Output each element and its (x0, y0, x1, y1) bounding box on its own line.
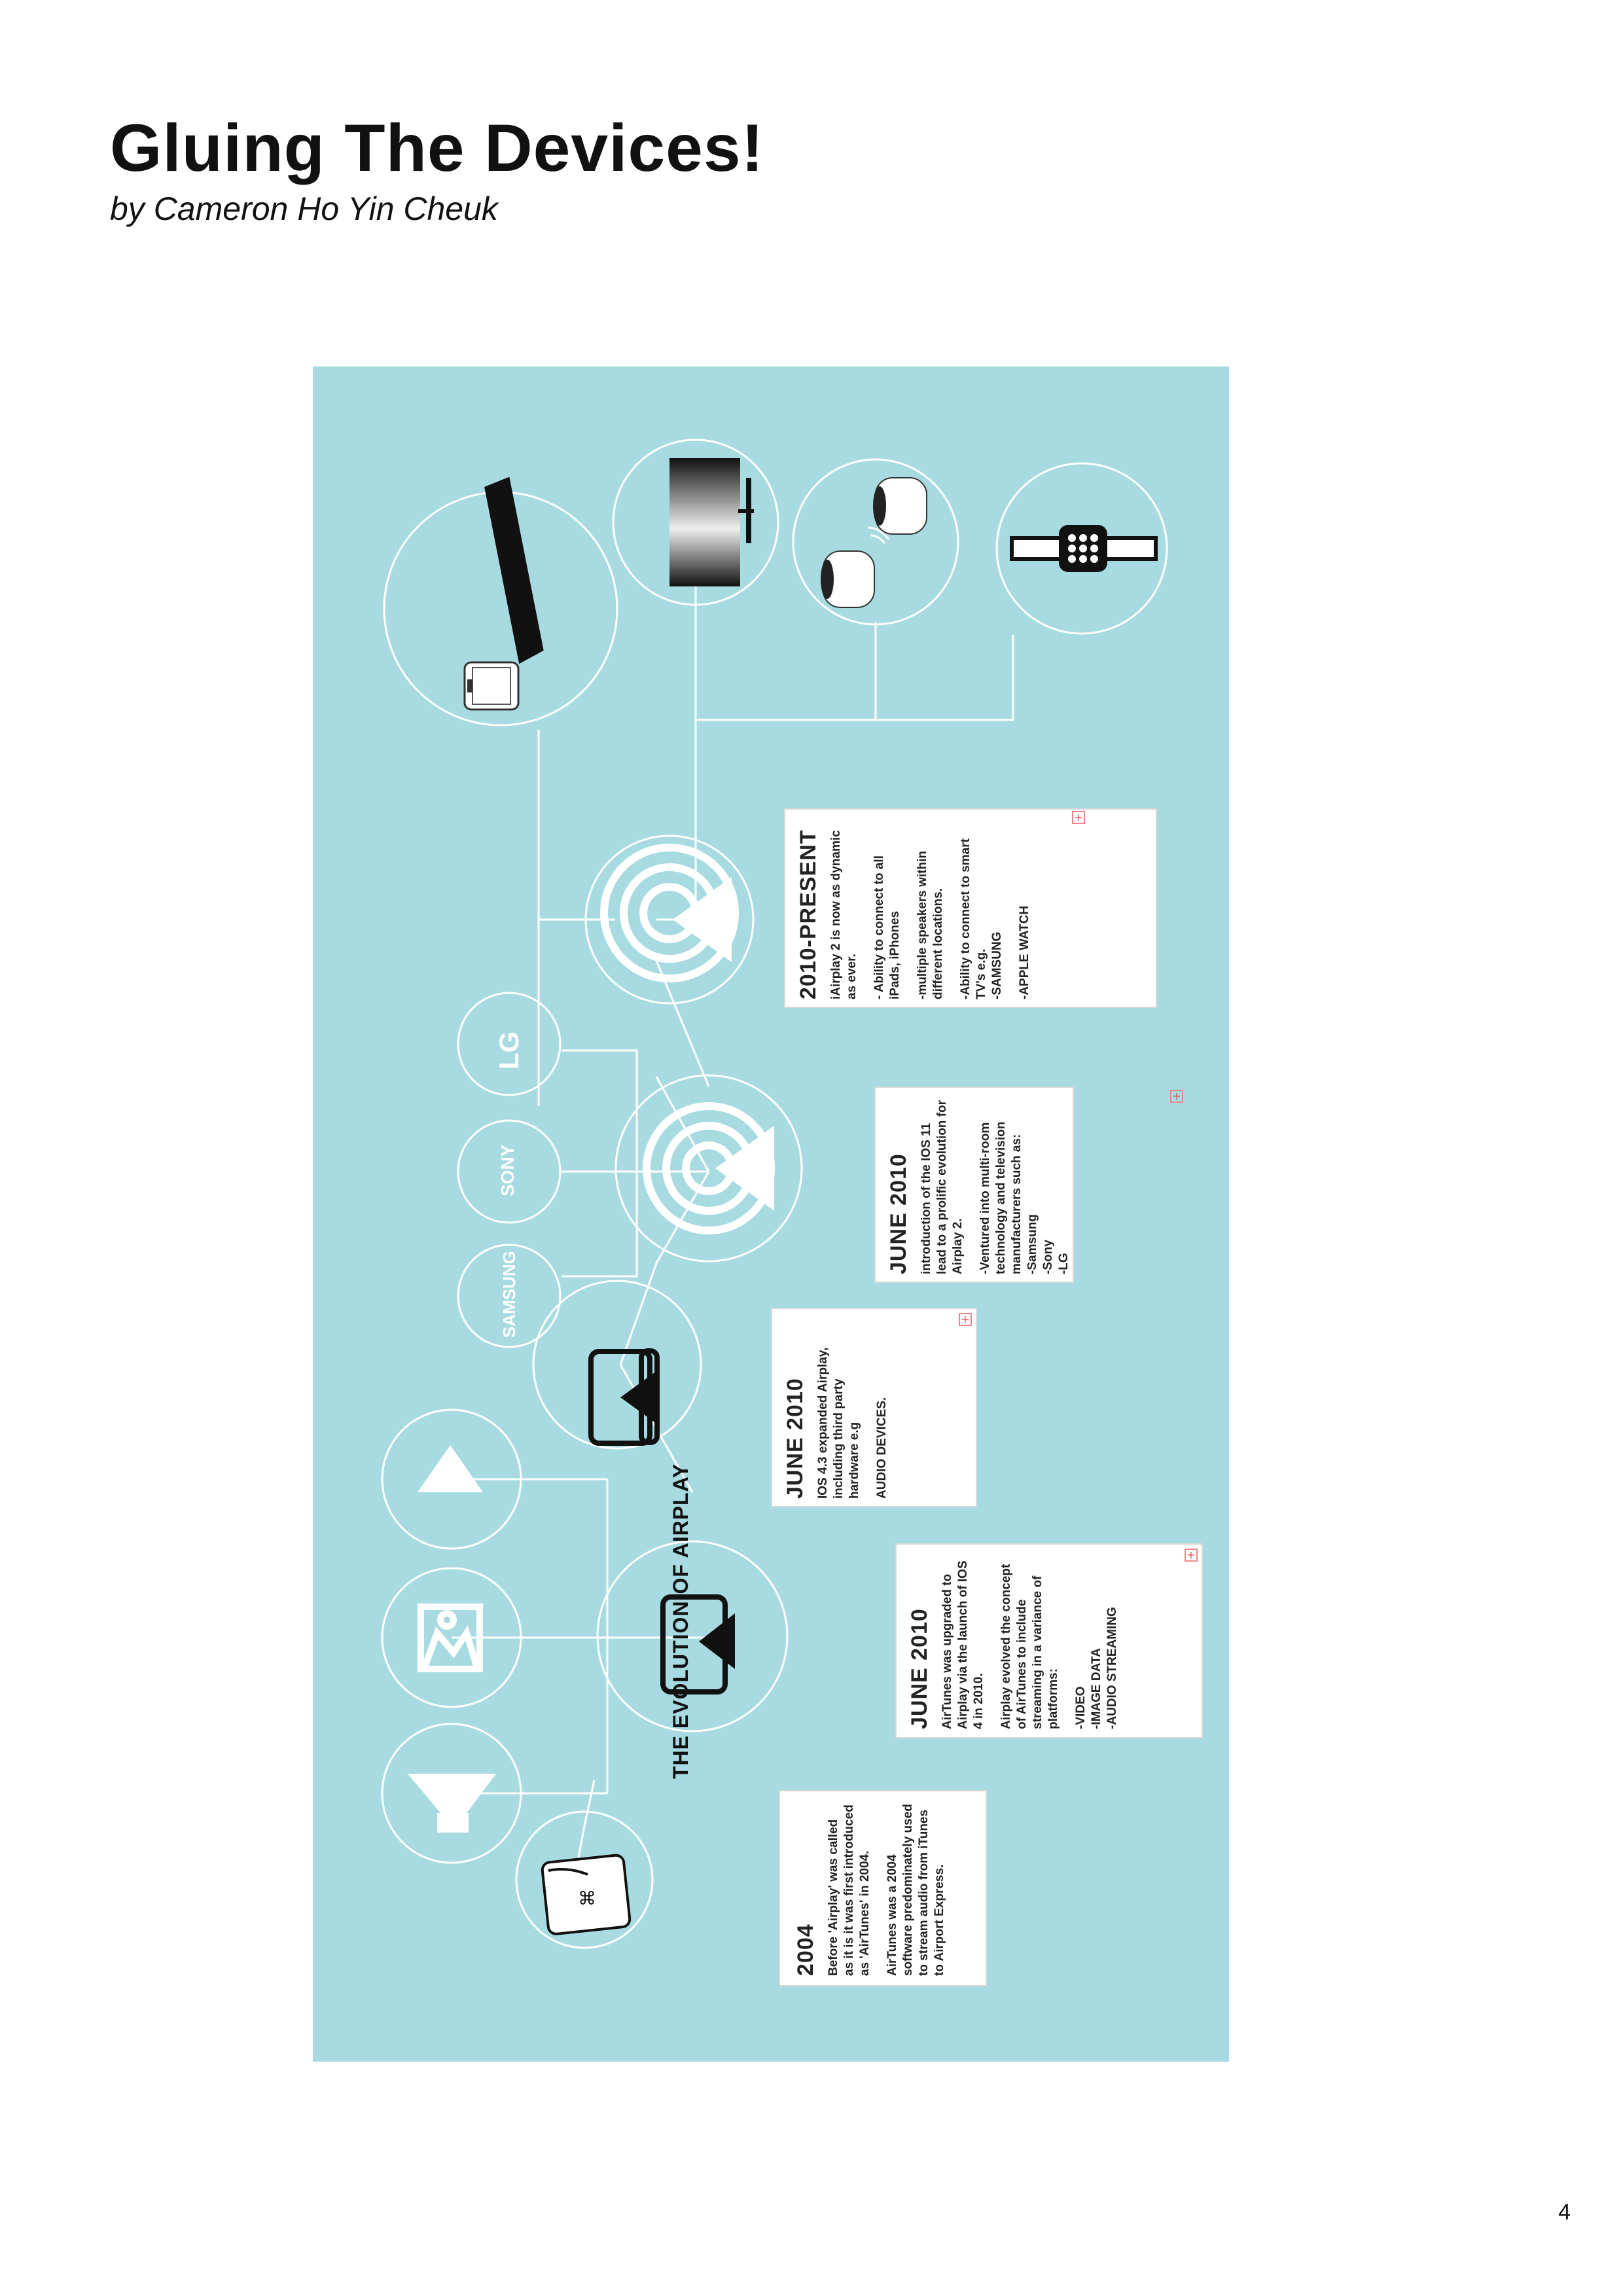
card-june-2010-ios11: JUNE 2010 introduction of the IOS 11 lea… (874, 1086, 1074, 1283)
card-heading: JUNE 2010 (783, 1378, 808, 1499)
page-title: Gluing The Devices! (110, 111, 764, 185)
card-2010-present: + 2010-PRESENT iAirplay 2 is now as dyna… (784, 808, 1157, 1008)
card-heading: JUNE 2010 (886, 1153, 911, 1274)
card-text: iAirplay 2 is now as dynamic as ever. (829, 830, 859, 999)
play-triangle-icon (418, 1445, 483, 1492)
ipad-iphone-icon (463, 476, 544, 711)
card-text: introduction of the IOS 11 lead to a pro… (919, 1100, 965, 1274)
card-text: -Ventured into multi-room technology and… (978, 1121, 1071, 1274)
airplay-icon (600, 844, 740, 982)
airplay-video-icon (588, 1348, 660, 1446)
card-heading: 2010-PRESENT (796, 829, 821, 999)
poster-title: THE EVOLUTION OF AIRPLAY (669, 1463, 692, 1779)
card-text: AirTunes was a 2004 software predominate… (885, 1804, 946, 1976)
expand-icon[interactable]: + (1170, 1090, 1183, 1103)
card-text: IOS 4.3 expanded Airplay, including thir… (816, 1347, 861, 1499)
expand-icon[interactable]: + (1185, 1549, 1198, 1562)
card-heading: JUNE 2010 (907, 1608, 932, 1729)
card-june-2010-ios43: + JUNE 2010 IOS 4.3 expanded Airplay, in… (771, 1308, 977, 1507)
card-heading: 2004 (793, 1924, 818, 1976)
speaker-icon (408, 1774, 496, 1813)
card-text: AirTunes was upgraded to Airplay via the… (940, 1560, 986, 1729)
card-text: Before 'Airplay' was called as it is it … (827, 1804, 872, 1976)
svg-text:⌘: ⌘ (578, 1888, 596, 1909)
television-icon (669, 458, 754, 586)
airplay-video-icon (660, 1594, 735, 1695)
brand-samsung: SAMSUNG (499, 1251, 519, 1338)
airplay-icon (643, 1102, 775, 1234)
card-2004: 2004 Before 'Airplay' was called as it i… (779, 1790, 987, 1986)
expand-icon[interactable]: + (1072, 811, 1085, 824)
page-number: 4 (1558, 2200, 1571, 2225)
card-text: AUDIO DEVICES. (875, 1397, 889, 1499)
infographic-graphics: ⌘ (381, 439, 1168, 1949)
card-text: -VIDEO -IMAGE DATA -AUDIO STREAMING (1074, 1607, 1119, 1729)
brand-sony: SONY (497, 1144, 518, 1196)
brand-lg: LG (493, 1031, 524, 1069)
airplay-infographic: ⌘ LG SONY SAMSUNG THE EVOLUTION OF AIRPL… (313, 367, 1229, 2062)
expand-icon[interactable]: + (959, 1313, 972, 1326)
apple-watch-icon (1010, 525, 1158, 572)
author-byline: by Cameron Ho Yin Cheuk (110, 190, 498, 227)
airport-express-icon: ⌘ (541, 1854, 632, 1935)
card-text: - Ability to connect to all iPads, iPhon… (872, 855, 902, 999)
card-text: -Ability to connect to smart TV's e.g. -… (959, 838, 1004, 999)
image-icon (418, 1604, 483, 1672)
card-june-2010-ios4: + JUNE 2010 AirTunes was upgraded to Air… (895, 1543, 1203, 1738)
card-text: -multiple speakers within different loca… (916, 851, 945, 999)
homepod-speakers-icon (821, 477, 927, 608)
card-text: Airplay evolved the concept of AirTunes … (999, 1564, 1060, 1729)
card-text: -APPLE WATCH (1018, 905, 1031, 999)
